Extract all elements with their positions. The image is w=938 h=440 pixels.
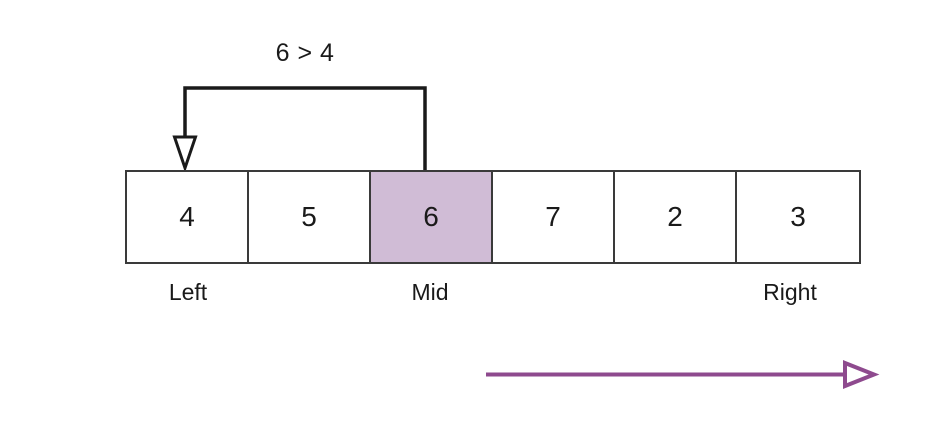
- comparison-arrowhead-icon: [172, 135, 198, 173]
- direction-arrowhead-icon: [843, 360, 880, 389]
- array-container: 4 5 6 7 2 3: [125, 170, 861, 264]
- pointer-label-left: Left: [168, 279, 208, 305]
- array-cell-mid-highlighted[interactable]: 6: [371, 172, 493, 262]
- search-direction-arrow: [486, 360, 880, 389]
- array-cell[interactable]: 5: [249, 172, 371, 262]
- array-cell[interactable]: 3: [737, 172, 859, 262]
- array-cell[interactable]: 2: [615, 172, 737, 262]
- mid-to-left-comparison-arrow: [172, 86, 427, 173]
- comparison-label: 6 > 4: [275, 39, 335, 67]
- comparison-arrow-path: [183, 86, 427, 170]
- pointer-label-mid: Mid: [411, 279, 449, 305]
- array-cell[interactable]: 4: [127, 172, 249, 262]
- pointer-label-right: Right: [763, 279, 817, 305]
- array-cell[interactable]: 7: [493, 172, 615, 262]
